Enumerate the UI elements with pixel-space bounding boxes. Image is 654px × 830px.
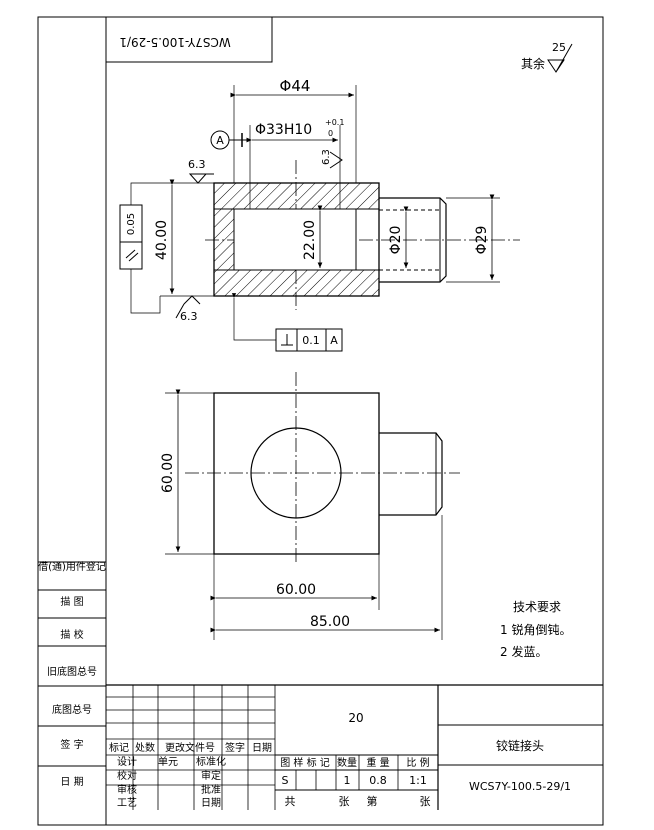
perp-tol: 0.1 [302,334,320,347]
parallel-leader [130,182,160,205]
revision-grid [106,685,276,810]
role-standard: 标准化 [196,755,226,768]
dim-bore-tol-upper: +0.1 [325,118,344,127]
section-view: Φ44 Φ33H10 +0.1 0 A 6.3 6.3 6.3 40.00 0.… [119,77,520,352]
sheet-no-label: 第 [367,794,378,808]
front-dim-total-length: 85.00 [310,614,350,630]
stage-scale: 1:1 [409,774,427,787]
default-roughness-label: 其余 [521,56,545,71]
parallel-leader-2 [130,269,161,314]
stage-grid [295,755,399,790]
body-outline [213,182,380,297]
stage-quantity: 1 [344,774,351,787]
rev-header-date: 日期 [252,742,272,754]
perpendicular-icon [281,334,293,346]
dim-bore-depth: 22.00 [302,220,318,260]
sheet-border [37,16,604,826]
sheet-unit-label: 张 [339,795,350,808]
stage-header-qty: 数量 [337,756,357,769]
strip-label-4: 旧底图总号 [47,665,97,678]
rev-header-sign: 签字 [225,741,245,754]
dim-height: 40.00 [154,220,170,260]
role-approve-1: 审定 [201,769,221,782]
default-roughness: 其余 25 [521,41,573,73]
strip-label-7: 日 期 [60,776,83,788]
tech-req-item-1: 1 锐角倒钝。 [500,623,571,637]
body-top-wall [213,182,380,210]
shaft-outline [379,197,447,283]
roughness-bottom: 6.3 [180,310,198,323]
roughness-bore-icon [329,151,343,169]
roughness-symbol-icon [547,43,573,73]
technical-requirements: 技术要求 1 锐角倒钝。 2 发蓝。 [500,600,571,659]
role-unit: 单元 [158,756,178,768]
title-stamp-text: WCS7Y-100.5-29/1 [119,35,230,49]
dim-outer-dia: Φ44 [280,77,311,95]
datum-label: A [216,134,224,147]
front-body [213,392,380,555]
role-review: 审核 [117,783,137,796]
front-bore-circle [250,427,342,519]
title-block: 标记 处数 更改文件号 签字 日期 设计 校对 审核 工艺 单元 标准化 审定 … [106,684,603,810]
parallel-icon [125,249,136,259]
stage-header-weight: 重 量 [366,756,389,769]
sheet-total-label: 共 [285,795,296,808]
stage-header-mark: 图 样 标 记 [280,756,330,769]
part-name: 铰链接头 [496,738,544,753]
default-roughness-value: 25 [552,41,566,54]
dim-shaft-dia: Φ20 [388,226,404,255]
stage-weight: 0.8 [369,774,387,787]
roughness-top-icon [188,173,214,184]
roughness-bore: 6.3 [321,149,332,165]
role-design: 设计 [117,755,137,768]
quantity-cell: 20 [348,711,363,725]
stage-header-scale: 比 例 [406,756,429,769]
front-dim-width: 60.00 [276,582,316,598]
tech-req-heading: 技术要求 [513,600,561,614]
dim-bore-tol-lower: 0 [328,129,333,138]
role-process: 工艺 [117,797,137,809]
parallel-icon-2 [128,252,139,262]
role-check: 校对 [117,769,137,782]
strip-label-1: 借(通)用件登记 [38,560,106,573]
strip-label-5: 底图总号 [52,703,92,716]
perp-datum: A [330,334,338,347]
dim-flange-dia: Φ29 [474,226,490,255]
dim-bore: Φ33H10 [255,122,312,138]
rev-header-doc: 更改文件号 [165,741,215,754]
rev-header-mark: 标记 [109,742,129,754]
role-date: 日期 [201,797,221,809]
stage-mark: S [282,774,289,787]
front-view: 60.00 60.00 85.00 [160,372,460,640]
perp-tol-frame [275,328,343,352]
tech-req-item-2: 2 发蓝。 [500,644,547,659]
role-approve-2: 批准 [201,783,221,796]
strip-label-2: 描 图 [60,595,83,608]
drawing-number: WCS7Y-100.5-29/1 [469,780,571,793]
perp-leader [231,293,276,341]
parallel-tol: 0.05 [126,213,137,235]
front-shaft [379,432,443,516]
body-bottom-wall [213,269,380,297]
bore-cavity [233,208,357,271]
title-stamp: WCS7Y-100.5-29/1 [105,16,273,63]
left-registry-strip: 借(通)用件登记 描 图 描 校 旧底图总号 底图总号 签 字 日 期 [38,560,106,788]
roughness-top: 6.3 [188,158,206,171]
front-dim-height: 60.00 [160,453,176,493]
sheet-no-unit: 张 [420,795,431,808]
rev-header-count: 处数 [135,741,155,754]
strip-label-6: 签 字 [60,738,83,751]
drawing-frame [105,16,604,826]
body-left-wall [213,208,235,271]
strip-label-3: 描 校 [60,628,83,641]
